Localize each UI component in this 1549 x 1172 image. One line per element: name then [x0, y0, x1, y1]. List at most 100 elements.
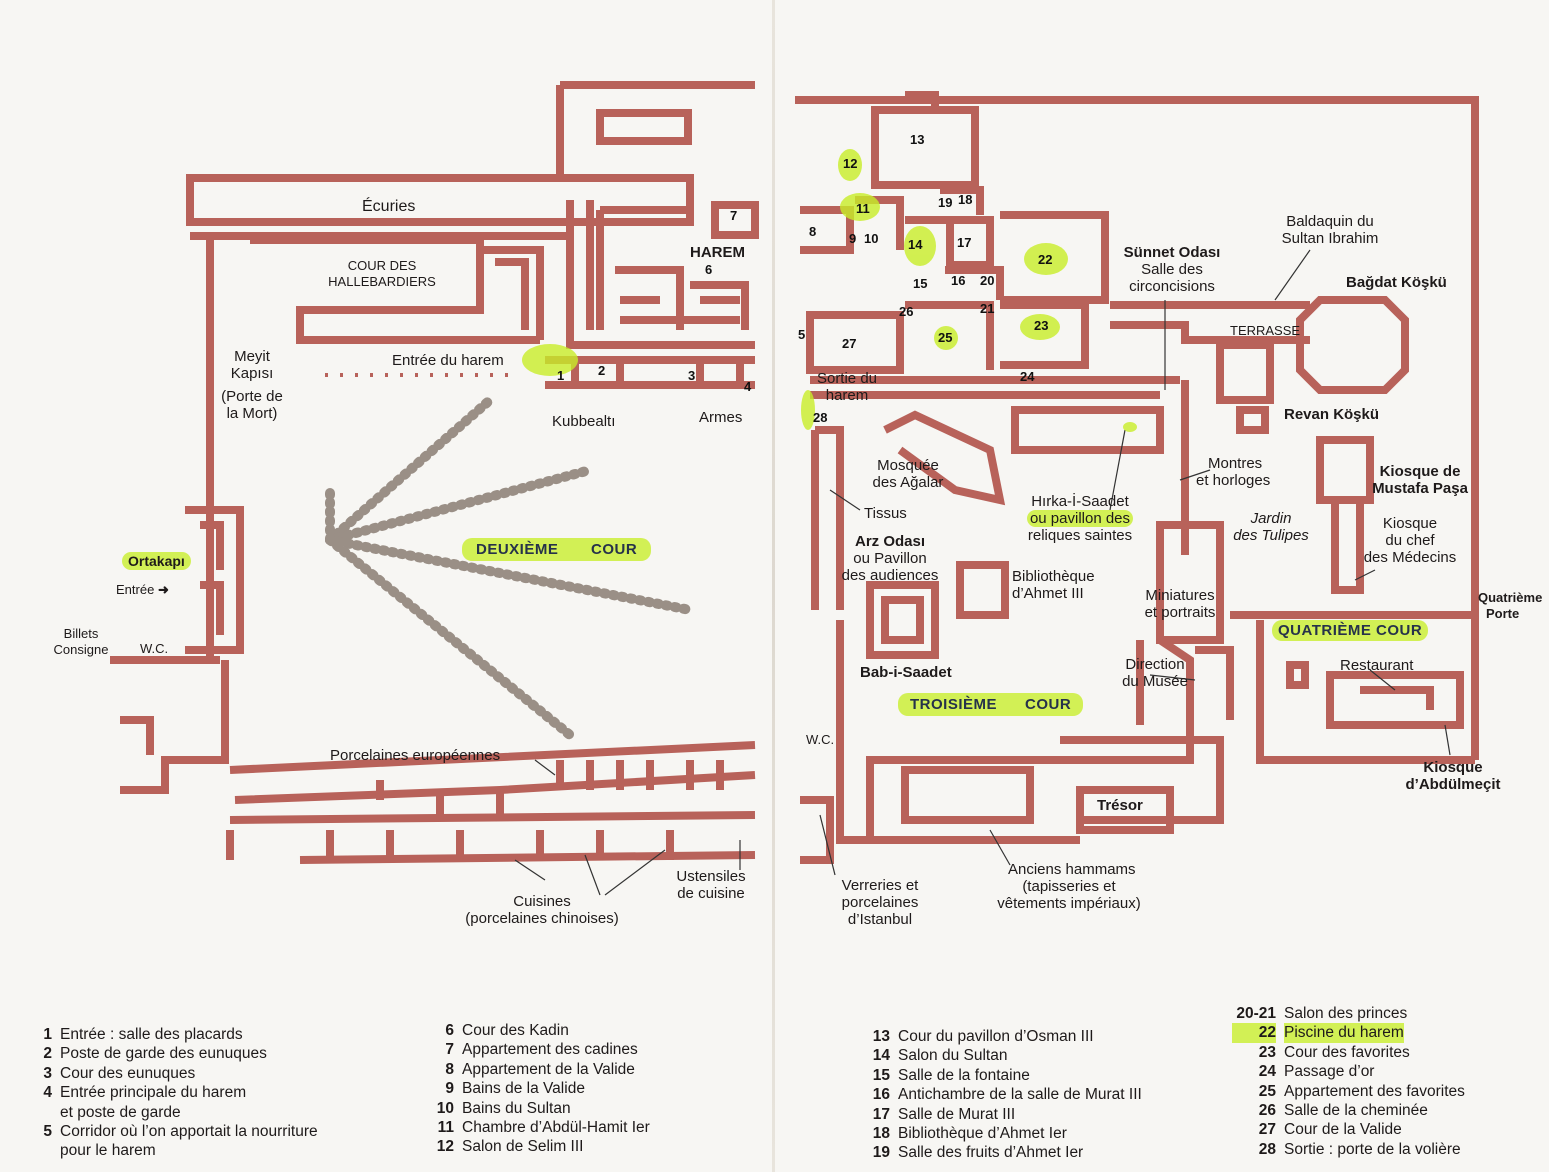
label-cour-hallebardiers-2: HALLEBARDIERS — [328, 274, 436, 289]
room-number-3: 3 — [688, 368, 696, 383]
label-ecuries: Écuries — [362, 198, 416, 215]
label-bibliotheque-2: d’Ahmet III — [1012, 585, 1084, 602]
label-harem: HAREM — [690, 244, 745, 261]
arz-odasi — [866, 581, 939, 659]
garden-paths — [325, 395, 695, 740]
kitchen-rooms-wall — [326, 760, 724, 860]
room-number-5: 5 — [798, 327, 806, 342]
label-mustafa-1: Kiosque de — [1379, 463, 1461, 480]
label-medecins-2: du chef — [1385, 532, 1435, 549]
leader-montres — [1179, 469, 1211, 481]
label-sunnet-2: Salle des — [1141, 261, 1203, 278]
label-tresor: Trésor — [1097, 797, 1143, 814]
hl-22 — [1024, 243, 1068, 275]
label-sunnet: Sünnet Odası Salle des circoncisions — [1112, 244, 1232, 295]
terrasse-wall — [1110, 301, 1310, 344]
label-verreries: Verreries et porcelaines d’Istanbul — [824, 877, 936, 928]
harem-entrance-block — [480, 246, 544, 340]
legend-text: Salle des fruits d’Ahmet Ier — [898, 1144, 1084, 1162]
label-montres-1: Montres — [1208, 455, 1263, 472]
label-verreries-1: Verreries et — [841, 877, 919, 894]
legend-num: 13 — [872, 1028, 890, 1045]
label-revan: Revan Köşkü — [1284, 406, 1380, 423]
label-quatrieme-porte-2: Porte — [1486, 606, 1520, 621]
legend-text: Cour du pavillon d’Osman III — [898, 1028, 1094, 1045]
label-montres-2: et horloges — [1196, 472, 1271, 489]
room-number-14: 14 — [908, 237, 923, 252]
leader-hammams — [989, 829, 1011, 866]
restaurant-box — [1286, 661, 1309, 689]
label-quatrieme-cour-text: QUATRIÈME COUR — [1272, 620, 1429, 641]
label-direction-2: du Musée — [1122, 673, 1188, 690]
legend-num: 1 — [43, 1026, 52, 1043]
label-terrasse: TERRASSE — [1230, 323, 1301, 338]
favorites-court — [1000, 301, 1089, 369]
legend-text: Salon de Selim III — [462, 1138, 584, 1156]
hl-entree-harem — [522, 344, 578, 376]
leader-verreries — [819, 814, 836, 876]
legend-num: 17 — [872, 1105, 890, 1123]
label-quatrieme-porte-1: Quatrième — [1478, 590, 1543, 605]
label-jardin: Jardin des Tulipes — [1222, 510, 1320, 544]
label-entree: Entrée ➜ — [116, 582, 169, 598]
label-verreries-3: d’Istanbul — [847, 911, 913, 928]
legend-num: 18 — [872, 1125, 890, 1143]
room-number-11: 11 — [856, 201, 870, 216]
label-bagdat: Bağdat Köşkü — [1346, 274, 1447, 291]
harem-rooms-right — [800, 186, 1004, 300]
legend-num: 28 — [1258, 1140, 1276, 1158]
label-hirka-1: Hırka-İ-Saadet — [1031, 493, 1129, 510]
third-court-west — [811, 426, 844, 610]
legend-num: 16 — [872, 1086, 890, 1104]
legend-text: Chambre d’Abdül-Hamit Ier — [462, 1119, 650, 1137]
hammam-block — [901, 766, 1034, 824]
label-entree-harem: Entrée du harem — [392, 352, 504, 369]
leader-direction — [1149, 674, 1196, 681]
legend-text: Cour des eunuques — [60, 1064, 196, 1082]
legend-text: Piscine du harem — [1284, 1023, 1404, 1043]
label-quatrieme-cour: QUATRIÈME COUR — [1272, 620, 1429, 641]
legend-item: pour le harem — [34, 1141, 318, 1160]
label-deuxieme-cour-hl: DEUXIÈME COUR — [462, 538, 652, 561]
label-jardin-1: Jardin — [1250, 510, 1292, 527]
label-hammams-1: Anciens hammams — [1008, 861, 1136, 878]
legend-text: Entrée principale du harem — [60, 1084, 247, 1102]
label-sunnet-3: circoncisions — [1129, 278, 1215, 295]
eunuch-row-wall — [545, 356, 755, 389]
legend-num: 20-21 — [1236, 1005, 1276, 1022]
hl-14 — [904, 226, 936, 266]
legend-text: Bains de la Valide — [462, 1080, 585, 1098]
label-sunnet-1: Sünnet Odası — [1123, 244, 1221, 261]
label-mosquee-2: des Ağalar — [872, 474, 944, 491]
label-direction: Direction du Musée — [1112, 656, 1198, 690]
label-baldaquin-1: Baldaquin du — [1286, 213, 1374, 230]
label-arz-odasi: Arz Odası ou Pavillon des audiences — [830, 533, 950, 584]
hl-23 — [1020, 314, 1060, 340]
legend-text: Salon du Sultan — [898, 1047, 1008, 1065]
label-ustensiles-1: Ustensiles — [676, 868, 746, 885]
label-mosquee: Mosquée des Ağalar — [858, 457, 958, 491]
room-number-7: 7 — [730, 208, 738, 223]
mustafa-kiosk — [1316, 436, 1374, 594]
legend-text: Appartement des favorites — [1284, 1082, 1465, 1100]
legend-num: 9 — [445, 1080, 454, 1098]
label-deuxieme-cour: DEUXIÈME COUR — [462, 538, 652, 561]
legend-num: 8 — [445, 1060, 454, 1078]
label-bibliotheque: Bibliothèque d’Ahmet III — [1012, 568, 1095, 602]
label-deuxieme-cour-2: COUR — [591, 541, 638, 558]
treasure-wall — [1076, 786, 1174, 834]
room-number-28: 28 — [813, 410, 828, 425]
room-number-9: 9 — [849, 231, 857, 246]
label-arz-2: ou Pavillon — [853, 550, 927, 567]
path-3 — [325, 535, 695, 615]
miniatures-hall — [1156, 521, 1224, 644]
